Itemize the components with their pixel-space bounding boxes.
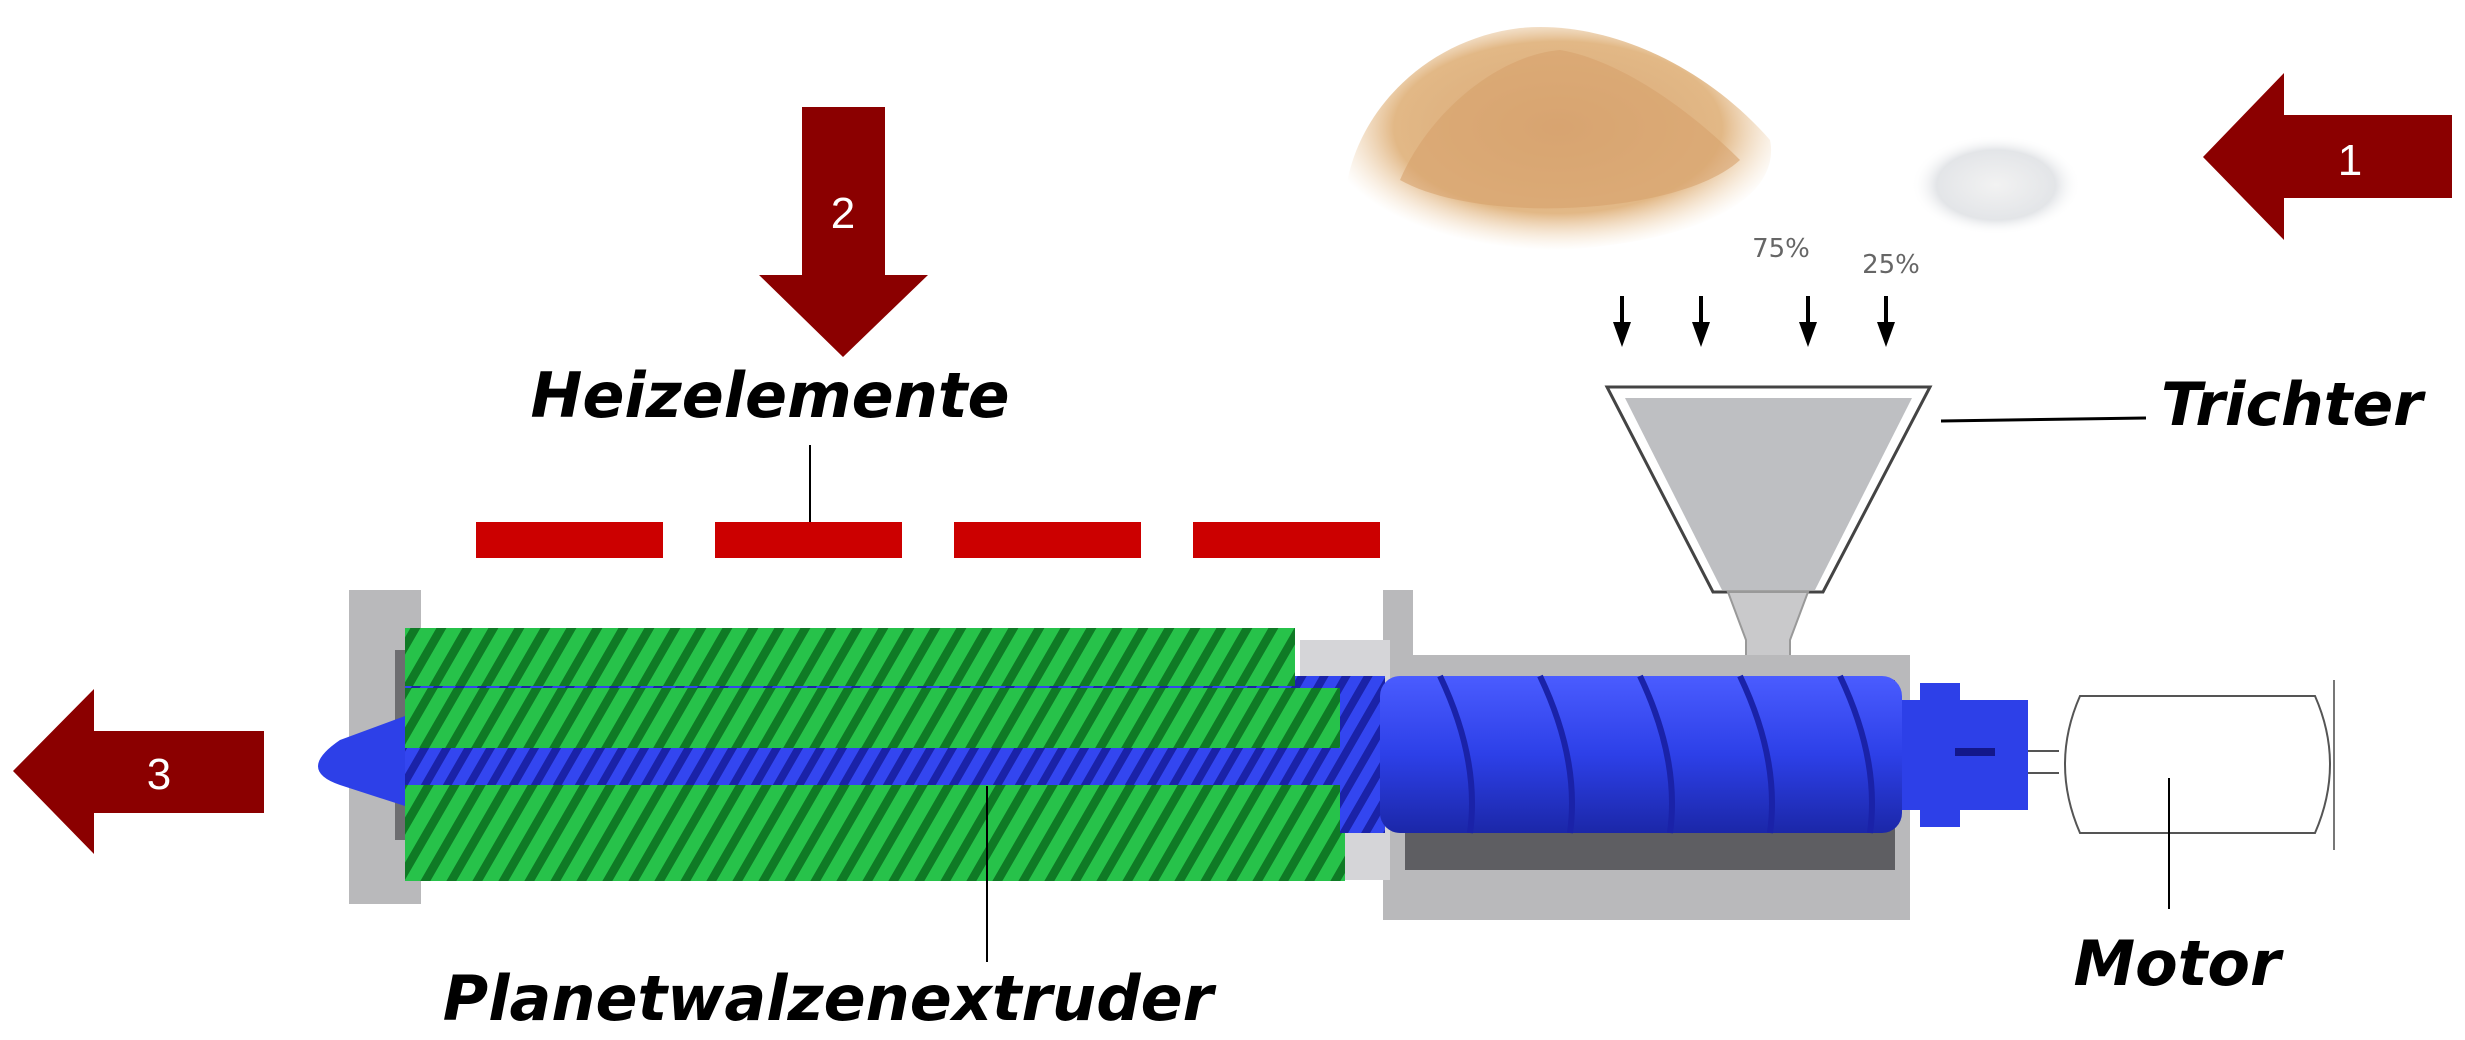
heater-element — [476, 522, 663, 558]
step-1-label: 1 — [2338, 136, 2362, 185]
arrow-down-icon — [759, 107, 928, 357]
planetary-screws — [405, 628, 1345, 881]
heater-element — [954, 522, 1141, 558]
step-3-label: 3 — [147, 750, 171, 799]
motor — [2028, 680, 2335, 850]
arrow-down-icon — [1877, 296, 1895, 347]
arrow-down-icon — [1799, 296, 1817, 347]
hopper-leader-line — [1940, 416, 2147, 423]
wood-powder-pile — [1345, 26, 1772, 251]
heater-element — [715, 522, 902, 558]
percent-label-material-b: 25% — [1862, 250, 1920, 280]
planet-screw — [405, 833, 1345, 881]
feed-arrows — [1613, 296, 1895, 347]
heater-element — [1193, 522, 1380, 558]
hopper-label: Trichter — [2161, 370, 2426, 440]
hopper — [1604, 385, 1933, 666]
planet-screw — [405, 628, 1295, 686]
percent-label-material-a: 75% — [1752, 234, 1810, 264]
heating-elements-label: Heizelemente — [530, 359, 1009, 432]
planet-screw — [405, 785, 1340, 833]
additive-powder-pile — [1911, 135, 2081, 235]
step-2-label: 2 — [831, 189, 855, 238]
extruder-label: Planetwalzenextruder — [443, 962, 1217, 1035]
heating-elements — [476, 522, 1380, 558]
planet-screw — [405, 688, 1340, 748]
step-1-arrow: 1 — [2203, 73, 2452, 240]
extruder-nozzle-tip — [318, 716, 405, 806]
motor-label: Motor — [2073, 927, 2284, 1000]
arrow-left-icon — [13, 689, 264, 854]
arrow-left-icon — [2203, 73, 2452, 240]
step-3-arrow: 3 — [13, 689, 264, 854]
arrow-down-icon — [1613, 296, 1631, 347]
arrow-down-icon — [1692, 296, 1710, 347]
step-2-arrow: 2 — [759, 107, 928, 357]
